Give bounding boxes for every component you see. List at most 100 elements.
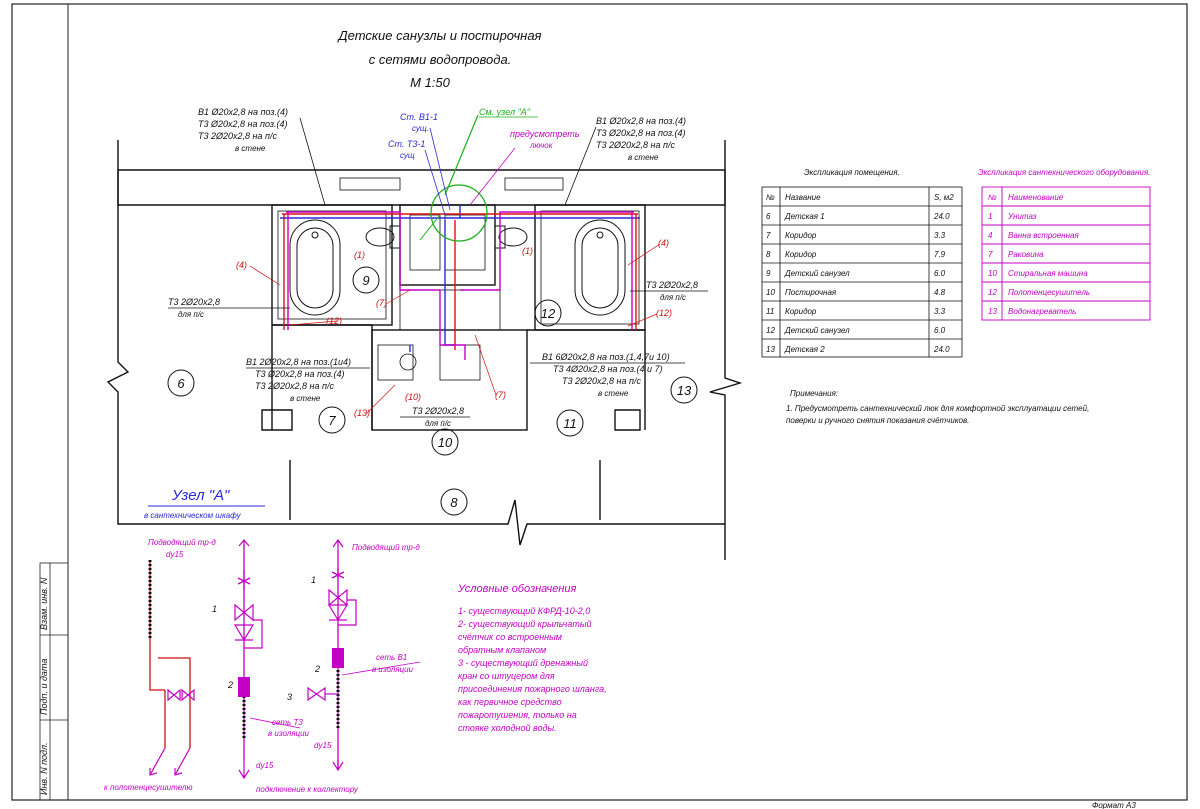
net-v1-leader (341, 661, 421, 676)
bathtub-left (289, 219, 341, 316)
callout-laundry: Т3 2Ø20x2,8 для п/с (400, 406, 470, 428)
svg-text:Т3 2Ø20x2,8 на п/с: Т3 2Ø20x2,8 на п/с (198, 131, 277, 141)
rooms-table (761, 186, 963, 358)
svg-text:Т3 Ø20x2,8 на поз.(4): Т3 Ø20x2,8 на поз.(4) (198, 119, 288, 129)
tag-heater: (13) (354, 408, 370, 418)
tag-bath-right: (4) (658, 238, 669, 248)
node-a-filter (233, 599, 357, 649)
pipes-magenta (286, 211, 634, 360)
rooms-table-cell: 6.0 (934, 326, 946, 335)
equipment-table-header-cell: Наименование (1008, 193, 1064, 202)
svg-text:1: 1 (212, 604, 217, 614)
riser-v1-label: Ст. В1-1 (400, 112, 438, 122)
room-6: 6 (177, 376, 185, 391)
floor-plan (106, 140, 743, 560)
node-a-supply-left: Подводящий тр-д (148, 538, 216, 547)
rooms-table-cell: 24.0 (933, 212, 950, 221)
room-numbers (167, 266, 698, 516)
rooms-table-caption: Экспликация помещения. (804, 168, 900, 177)
rooms-table-cell: Детская 1 (784, 212, 825, 221)
pipes-hot-water (282, 213, 638, 350)
hatch-note-1: предусмотреть (510, 129, 580, 139)
svg-text:для п/с: для п/с (178, 310, 204, 319)
tag-toilet-left: (1) (354, 250, 365, 260)
equipment-table-header-cell: № (988, 193, 997, 202)
equipment-table-cell: 13 (988, 307, 997, 316)
svg-text:Т3 Ø20x2,8 на поз.(4): Т3 Ø20x2,8 на поз.(4) (255, 369, 345, 379)
node-a-meter-right (332, 648, 344, 668)
node-a-meter-left (238, 677, 250, 697)
rooms-table-header-cell: Название (785, 193, 821, 202)
legend-line: 1- существующий КФРД-10-2,0 (458, 606, 590, 616)
equipment-table-cell: Ванна встроенная (1008, 231, 1079, 240)
room-7: 7 (328, 413, 336, 428)
sheet-frame (11, 3, 1188, 801)
svg-text:в стене: в стене (290, 394, 321, 403)
svg-text:Т3 2Ø20x2,8: Т3 2Ø20x2,8 (646, 280, 698, 290)
node-a-ref-label: См. узел "А" (479, 107, 531, 117)
node-a-leader (444, 114, 479, 196)
node-a-valves (167, 588, 348, 702)
rooms-table-cell: 6 (766, 212, 771, 221)
callout-top-left: В1 Ø20x2,8 на поз.(4) Т3 Ø20x2,8 на поз.… (198, 107, 326, 206)
svg-text:для п/с: для п/с (660, 293, 686, 302)
room-12: 12 (541, 306, 556, 321)
svg-text:2: 2 (227, 680, 233, 690)
hatch-leader (469, 147, 516, 206)
equipment-tag-leaders (249, 243, 661, 415)
svg-text:Т3 2Ø20x2,8: Т3 2Ø20x2,8 (412, 406, 464, 416)
node-a-supply-left-dy: dy15 (166, 550, 184, 559)
svg-text:2: 2 (314, 664, 320, 674)
svg-text:в стене: в стене (598, 389, 629, 398)
room-10: 10 (438, 435, 453, 450)
room-13: 13 (677, 383, 692, 398)
format-label: Формат А3 (1092, 801, 1136, 809)
equipment-table-cell: Водонагреватель (1008, 307, 1076, 316)
bathtub-right (574, 219, 626, 316)
equipment-table-cell: 10 (988, 269, 997, 278)
drawing-scale: М 1:50 (410, 75, 451, 90)
legend-line: пожаротушения, только на (458, 710, 577, 720)
legend-line: 3 - существующий дренажный (458, 658, 588, 668)
toilet-left (365, 225, 401, 249)
stamp-label-1: Взам. инв. N (39, 577, 49, 630)
room-8: 8 (450, 495, 458, 510)
svg-text:Т3 Ø20x2,8 на поз.(4): Т3 Ø20x2,8 на поз.(4) (596, 128, 686, 138)
node-a-arrows (149, 538, 344, 780)
node-a-subtitle: в сантехническом шкафу (144, 511, 242, 520)
riser-t3-label: Ст. Т3-1 (388, 139, 425, 149)
svg-text:Т3 2Ø20x2,8 на п/с: Т3 2Ø20x2,8 на п/с (562, 376, 641, 386)
rooms-table-cell: 12 (766, 326, 775, 335)
rooms-table-cell: 10 (766, 288, 775, 297)
rooms-table-header-cell: № (766, 193, 775, 202)
stamp-column (39, 562, 69, 801)
notes-heading: Примечания: (790, 389, 838, 398)
room-9: 9 (362, 273, 369, 288)
rooms-table-cell: Детский санузел (784, 326, 850, 335)
legend-line: кран со штуцером для (458, 671, 555, 681)
svg-text:В1 Ø20x2,8 на поз.(4): В1 Ø20x2,8 на поз.(4) (198, 107, 288, 117)
notes-line-1: 1. Предусмотреть сантехнический люк для … (786, 404, 1089, 413)
svg-text:Т3 4Ø20x2,8 на поз.(4 и 7): Т3 4Ø20x2,8 на поз.(4 и 7) (553, 364, 663, 374)
tag-bath-left: (4) (236, 260, 247, 270)
rooms-table-cell: 7.9 (934, 250, 946, 259)
equipment-table-cell: 7 (988, 250, 993, 259)
rooms-table-cell: 4.8 (934, 288, 946, 297)
legend-line: 2- существующий крыльчатый (457, 619, 591, 629)
node-a-supply-right: Подводящий тр-д (352, 543, 420, 552)
svg-text:в стене: в стене (235, 144, 266, 153)
hatch-note-2: лючок (529, 141, 554, 150)
rooms-table-cell: Детская 2 (784, 345, 825, 354)
svg-text:для п/с: для п/с (425, 419, 451, 428)
tag-towel-right: (12) (656, 308, 672, 318)
node-a-marks: 1 2 1 2 3 (212, 575, 320, 702)
rooms-table-cell: 6.0 (934, 269, 946, 278)
legend-title: Условные обозначения (457, 583, 577, 595)
stamp-label-2: Подп. и дата (39, 659, 49, 715)
tag-washer: (10) (405, 392, 421, 402)
net-v1-label: сеть В1 (376, 653, 407, 662)
svg-text:Т3 2Ø20x2,8: Т3 2Ø20x2,8 (168, 297, 220, 307)
rooms-table-cell: 7 (766, 231, 771, 240)
callout-center-left: В1 2Ø20x2,8 на поз.(1и4) Т3 Ø20x2,8 на п… (246, 357, 370, 403)
